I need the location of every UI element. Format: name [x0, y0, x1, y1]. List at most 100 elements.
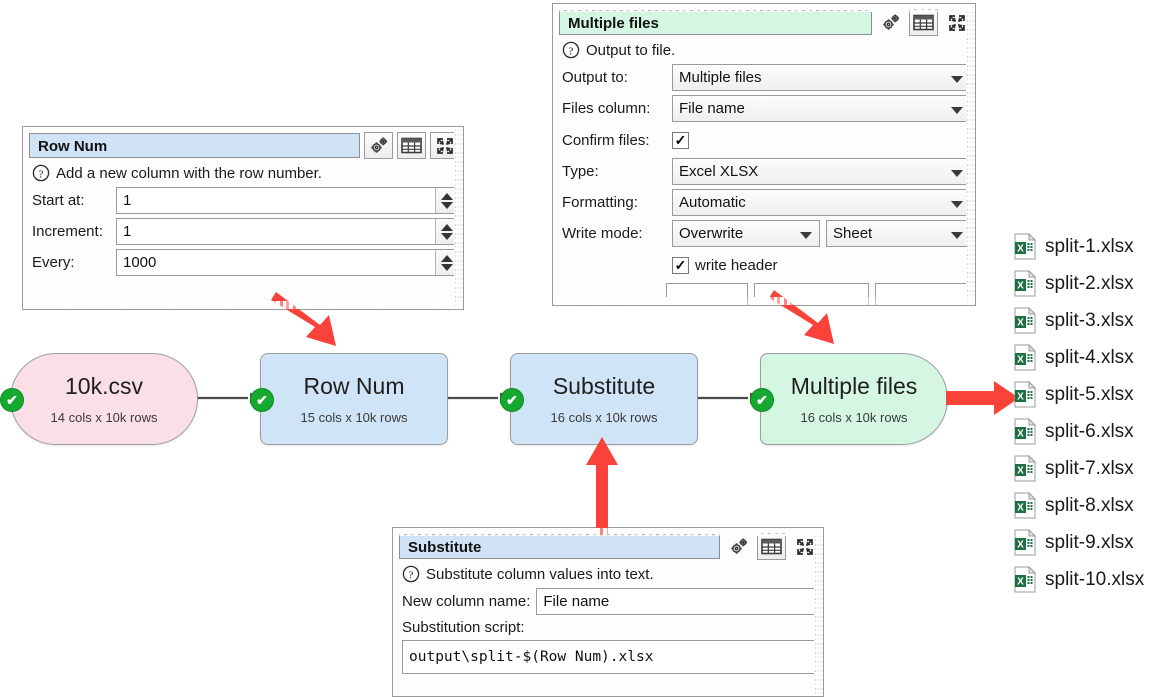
- write-header-checkbox[interactable]: ✓: [672, 256, 689, 274]
- confirm-files-checkbox[interactable]: ✓: [672, 131, 689, 149]
- arrow-to-multiple-files-icon: [769, 290, 834, 344]
- start-at-input[interactable]: 1: [116, 187, 459, 214]
- field-label: Increment:: [32, 223, 103, 240]
- type-select[interactable]: Excel XLSX: [672, 158, 971, 185]
- svg-text:?: ?: [39, 168, 44, 180]
- arrow-to-output-files-icon: [946, 381, 1019, 415]
- status-ok-badge: ✔: [750, 388, 774, 412]
- increment-value: 1: [123, 223, 132, 240]
- excel-file-icon: X: [1014, 381, 1036, 408]
- torn-edge-bottom: [23, 301, 463, 309]
- panel-description-text: Output to file.: [586, 41, 676, 59]
- table-grid-icon[interactable]: [909, 9, 938, 36]
- arrow-to-substitute-icon: [586, 437, 618, 535]
- panel-title-input[interactable]: Multiple files: [559, 10, 872, 35]
- write-mode-target-value: Sheet: [833, 225, 873, 242]
- field-label: Every:: [32, 254, 75, 271]
- output-to-value: Multiple files: [679, 69, 762, 86]
- list-item[interactable]: X split-6.xlsx: [1014, 413, 1161, 450]
- every-stepper[interactable]: [435, 250, 458, 275]
- list-item[interactable]: X split-7.xlsx: [1014, 450, 1161, 487]
- field-row-write-mode: Write mode: Overwrite Sheet: [553, 218, 975, 249]
- panel-description-row: ? Add a new column with the row number.: [23, 163, 463, 185]
- panel-title-input[interactable]: Substitute: [399, 534, 720, 559]
- start-at-stepper[interactable]: [435, 188, 458, 213]
- new-column-name-input[interactable]: File name: [536, 588, 819, 615]
- panel-scrollbar[interactable]: [455, 127, 463, 309]
- excel-file-icon: X: [1014, 455, 1036, 482]
- flow-node-10k-csv[interactable]: 10k.csv 14 cols x 10k rows ✔: [0, 353, 198, 445]
- write-mode-target-select[interactable]: Sheet: [826, 220, 971, 247]
- settings-gears-icon[interactable]: [364, 132, 393, 159]
- expand-arrows-icon[interactable]: [942, 9, 971, 36]
- list-item[interactable]: X split-2.xlsx: [1014, 265, 1161, 302]
- partial-field-1[interactable]: [666, 283, 748, 305]
- panel-title-input[interactable]: Row Num: [29, 133, 360, 158]
- chevron-down-icon: [951, 75, 963, 83]
- field-row-partial: [553, 281, 975, 305]
- field-label: Output to:: [562, 69, 628, 86]
- increment-input[interactable]: 1: [116, 218, 459, 245]
- field-label: Files column:: [562, 100, 651, 117]
- formatting-select[interactable]: Automatic: [672, 189, 971, 216]
- table-grid-icon[interactable]: [757, 533, 786, 560]
- field-row-write-header: ✓ write header: [553, 249, 975, 281]
- question-icon: ?: [402, 565, 420, 583]
- expand-arrows-icon[interactable]: [790, 533, 819, 560]
- output-to-select[interactable]: Multiple files: [672, 64, 971, 91]
- file-name: split-10.xlsx: [1045, 568, 1145, 590]
- status-ok-badge: ✔: [500, 388, 524, 412]
- file-name: split-9.xlsx: [1045, 531, 1134, 553]
- node-title: Row Num: [303, 372, 405, 399]
- field-label: New column name:: [402, 593, 531, 610]
- excel-file-icon: X: [1014, 270, 1036, 297]
- panel-row-num: Row Num: [22, 126, 464, 310]
- svg-text:X: X: [1017, 577, 1024, 588]
- excel-file-icon: X: [1014, 307, 1036, 334]
- file-name: split-7.xlsx: [1045, 457, 1134, 479]
- table-grid-icon[interactable]: [397, 132, 426, 159]
- panel-scrollbar[interactable]: [967, 4, 975, 305]
- node-title: Substitute: [552, 372, 656, 399]
- file-name: split-8.xlsx: [1045, 494, 1134, 516]
- excel-file-icon: X: [1014, 233, 1036, 260]
- panel-header-substitute: Substitute: [393, 528, 823, 564]
- flow-node-row-num[interactable]: Row Num 15 cols x 10k rows ✔: [250, 353, 448, 445]
- panel-header-multiple-files: Multiple files: [553, 4, 975, 40]
- panel-scrollbar[interactable]: [815, 528, 823, 696]
- field-label: Write mode:: [562, 225, 643, 242]
- flow-node-multiple-files[interactable]: Multiple files 16 cols x 10k rows ✔: [750, 353, 948, 445]
- field-label: Formatting:: [562, 194, 638, 211]
- partial-field-3[interactable]: [875, 283, 971, 305]
- every-input[interactable]: 1000: [116, 249, 459, 276]
- list-item[interactable]: X split-4.xlsx: [1014, 339, 1161, 376]
- list-item[interactable]: X split-1.xlsx: [1014, 228, 1161, 265]
- write-mode-select[interactable]: Overwrite: [672, 220, 820, 247]
- files-column-value: File name: [679, 100, 745, 117]
- settings-gears-icon[interactable]: [876, 9, 905, 36]
- field-row-start-at: Start at: 1: [23, 185, 463, 216]
- node-subtitle: 15 cols x 10k rows: [300, 409, 408, 425]
- node-title: Multiple files: [790, 372, 918, 399]
- flow-node-substitute[interactable]: Substitute 16 cols x 10k rows ✔: [500, 353, 698, 445]
- list-item[interactable]: X split-10.xlsx: [1014, 561, 1161, 598]
- increment-stepper[interactable]: [435, 219, 458, 244]
- panel-substitute: Substitute: [392, 527, 824, 697]
- chevron-down-icon: [951, 169, 963, 177]
- question-icon: ?: [32, 164, 50, 182]
- file-name: split-3.xlsx: [1045, 309, 1134, 331]
- list-item[interactable]: X split-5.xlsx: [1014, 376, 1161, 413]
- list-item[interactable]: X split-8.xlsx: [1014, 487, 1161, 524]
- list-item[interactable]: X split-9.xlsx: [1014, 524, 1161, 561]
- svg-text:X: X: [1017, 355, 1024, 366]
- substitution-script-editor[interactable]: output\split-$(Row Num).xlsx: [402, 640, 819, 674]
- files-column-select[interactable]: File name: [672, 95, 971, 122]
- file-name: split-1.xlsx: [1045, 235, 1134, 257]
- settings-gears-icon[interactable]: [724, 533, 753, 560]
- output-file-list: X split-1.xlsx X split-2.xlsx: [1014, 228, 1161, 598]
- list-item[interactable]: X split-3.xlsx: [1014, 302, 1161, 339]
- panel-description-row: ? Substitute column values into text.: [393, 564, 823, 586]
- status-ok-badge: ✔: [250, 388, 274, 412]
- chevron-down-icon: [800, 231, 812, 239]
- write-header-label: write header: [695, 256, 778, 274]
